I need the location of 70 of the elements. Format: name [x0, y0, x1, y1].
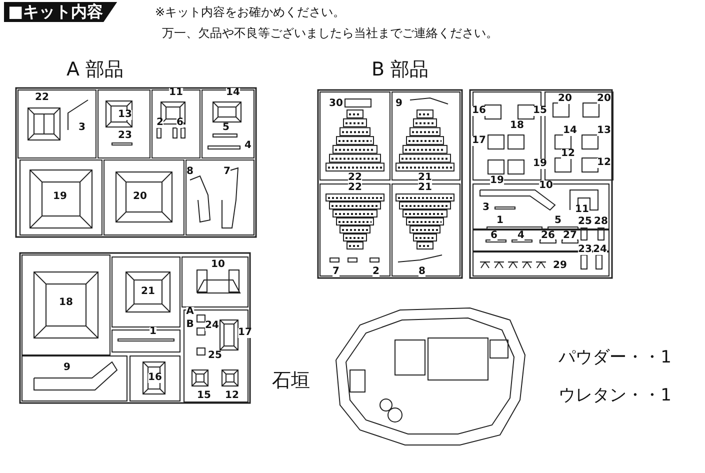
part-number: 5 [222, 123, 230, 133]
part-number: 1 [496, 216, 504, 226]
part-number: 23 [578, 245, 592, 255]
part-number: 9 [64, 363, 70, 373]
part-number: 6 [490, 231, 498, 241]
part-number: 9 [396, 99, 402, 109]
part-number: 10 [211, 260, 225, 270]
part-number: 12 [225, 391, 239, 401]
part-number: 15 [197, 391, 211, 401]
part-number: 17 [238, 328, 252, 338]
part-number: 20 [558, 94, 572, 104]
part-number: 17 [472, 136, 486, 146]
part-number: 12 [597, 158, 611, 168]
part-number: 8 [418, 267, 426, 277]
part-number: 26 [541, 231, 555, 241]
part-number: 18 [59, 298, 73, 308]
part-number: 11 [575, 205, 589, 215]
note-text: 万一、欠品や不良等ございましたら当社までご連絡ください。 [162, 27, 498, 39]
part-number: 25 [578, 217, 592, 227]
part-number: 16 [472, 106, 486, 116]
part-number: 3 [78, 123, 86, 133]
part-number: 4 [244, 141, 252, 151]
part-number: 20 [133, 192, 147, 202]
section-heading: A 部品 [66, 60, 124, 80]
part-number: 22 [348, 183, 362, 193]
stone-base-label: 石垣 [272, 372, 310, 390]
part-number: A [186, 307, 194, 317]
part-number: 27 [563, 231, 577, 241]
note-text: ※キット内容をお確かめください。 [154, 6, 346, 18]
part-number: 21 [418, 173, 432, 183]
part-number: 25 [208, 351, 222, 361]
part-number: B [186, 320, 194, 330]
part-number: 6 [176, 118, 184, 128]
section-heading: ■キット内容 [4, 2, 118, 22]
part-number: 1 [150, 327, 156, 337]
part-number: 24 [593, 245, 607, 255]
part-number: 2 [372, 267, 380, 277]
section-heading: B 部品 [371, 60, 429, 80]
part-number: 19 [533, 159, 547, 169]
part-number: 22 [348, 173, 362, 183]
part-number: 15 [533, 106, 547, 116]
part-number: 13 [597, 126, 611, 136]
part-number: 29 [553, 261, 567, 271]
part-number: 12 [561, 149, 575, 159]
part-number: 21 [141, 287, 155, 297]
part-number: 7 [332, 267, 340, 277]
part-number: 10 [539, 181, 553, 191]
part-number: 19 [490, 176, 504, 186]
part-number: 19 [53, 192, 67, 202]
part-number: 24 [205, 321, 219, 331]
part-number: 21 [418, 183, 432, 193]
part-number: 8 [186, 167, 194, 177]
item-count-label: パウダー・・1 [558, 350, 672, 366]
part-number: 18 [510, 121, 524, 131]
part-number: 30 [329, 99, 343, 109]
part-number: 14 [563, 126, 577, 136]
part-number: 16 [148, 373, 162, 383]
part-number: 22 [35, 93, 49, 103]
part-number: 14 [226, 88, 240, 98]
part-number: 4 [518, 231, 524, 241]
part-number: 7 [224, 167, 230, 177]
part-number: 5 [554, 216, 562, 226]
part-number: 20 [597, 94, 611, 104]
part-number: 23 [118, 131, 132, 141]
part-number: 3 [482, 203, 490, 213]
part-number: 2 [156, 118, 164, 128]
part-number: 28 [594, 217, 608, 227]
item-count-label: ウレタン・・1 [558, 388, 672, 404]
part-number: 13 [118, 110, 132, 120]
part-number: 11 [169, 88, 183, 98]
